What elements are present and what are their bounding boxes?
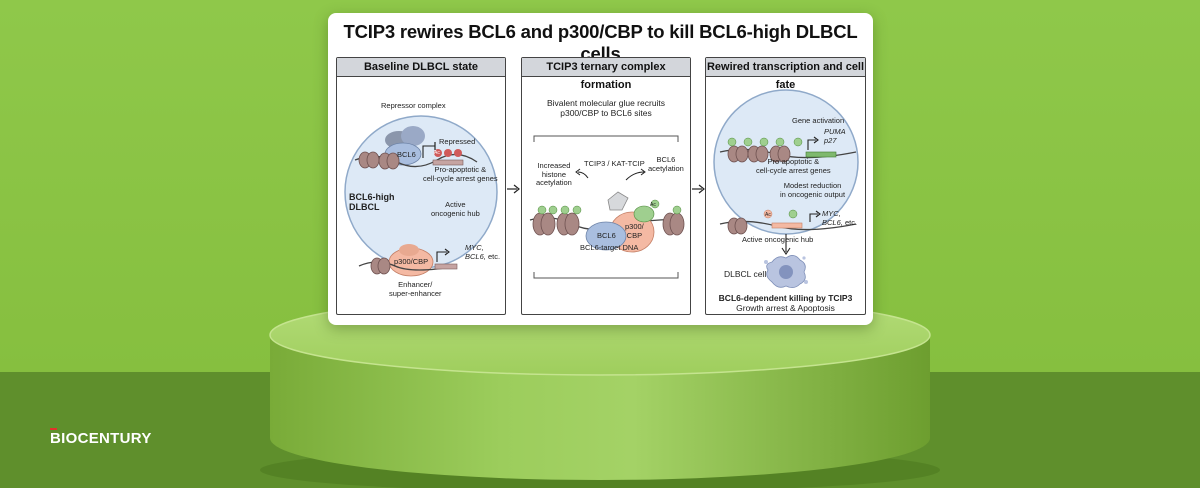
dlbcl-cell-label: DLBCL cell <box>724 269 767 279</box>
enhancer-label: Enhancer/super-enhancer <box>389 280 442 298</box>
panel-rewired: Rewired transcription and cell fate <box>705 57 866 315</box>
panel-baseline: Baseline DLBCL state <box>336 57 506 315</box>
ac-mark-label: Ac <box>650 202 656 208</box>
panel-heading: Rewired transcription and cell fate <box>706 58 865 91</box>
fate-label: Growth arrest & Apoptosis <box>736 303 835 313</box>
baseline-illustration <box>344 115 498 277</box>
oncogene-label: MYC,BCL6, etc. <box>822 209 858 227</box>
oncogene-label: MYC,BCL6, etc. <box>465 243 501 261</box>
pro-apoptotic-label: Pro-apoptotic &cell-cycle arrest genes <box>756 157 831 175</box>
panel-ternary-complex: TCIP3 ternary complex formation <box>521 57 691 315</box>
repressor-complex-label: Repressor complex <box>381 101 446 110</box>
rewired-illustration <box>713 89 859 288</box>
ac-mark-label: Ac <box>434 150 440 156</box>
repressed-label: Repressed <box>439 137 476 146</box>
p300-label: p300/CBP <box>394 257 429 266</box>
nucleosome-icon <box>358 151 380 169</box>
ac-mark-label: Ac <box>765 212 771 218</box>
active-hub-label: Active oncogenic hub <box>742 235 814 244</box>
target-dna-label: BCL6-target DNA <box>580 243 639 252</box>
killing-label: BCL6-dependent killing by TCIP3 <box>718 293 853 303</box>
arrow-icon <box>692 184 705 194</box>
gene-activation-label: Gene activation <box>792 116 845 125</box>
bcl6-label: BCL6 <box>397 150 416 159</box>
ternary-illustration <box>529 135 685 279</box>
figure-card: TCIP3 rewires BCL6 and p300/CBP to kill … <box>328 13 873 325</box>
pro-apoptotic-label: Pro-apoptotic &cell-cycle arrest genes <box>423 165 498 183</box>
apoptotic-cell-icon <box>764 255 808 288</box>
bcl6-label: BCL6 <box>597 231 616 240</box>
brand-logo: BIOCENTURY <box>50 430 152 447</box>
panel-heading: TCIP3 ternary complex formation <box>522 58 690 91</box>
p300-label: p300/CBP <box>625 222 644 240</box>
tcip3-label: TCIP3 / KAT-TCIP <box>584 159 645 168</box>
panel-heading: Baseline DLBCL state <box>337 58 505 77</box>
arrow-icon <box>507 184 520 194</box>
